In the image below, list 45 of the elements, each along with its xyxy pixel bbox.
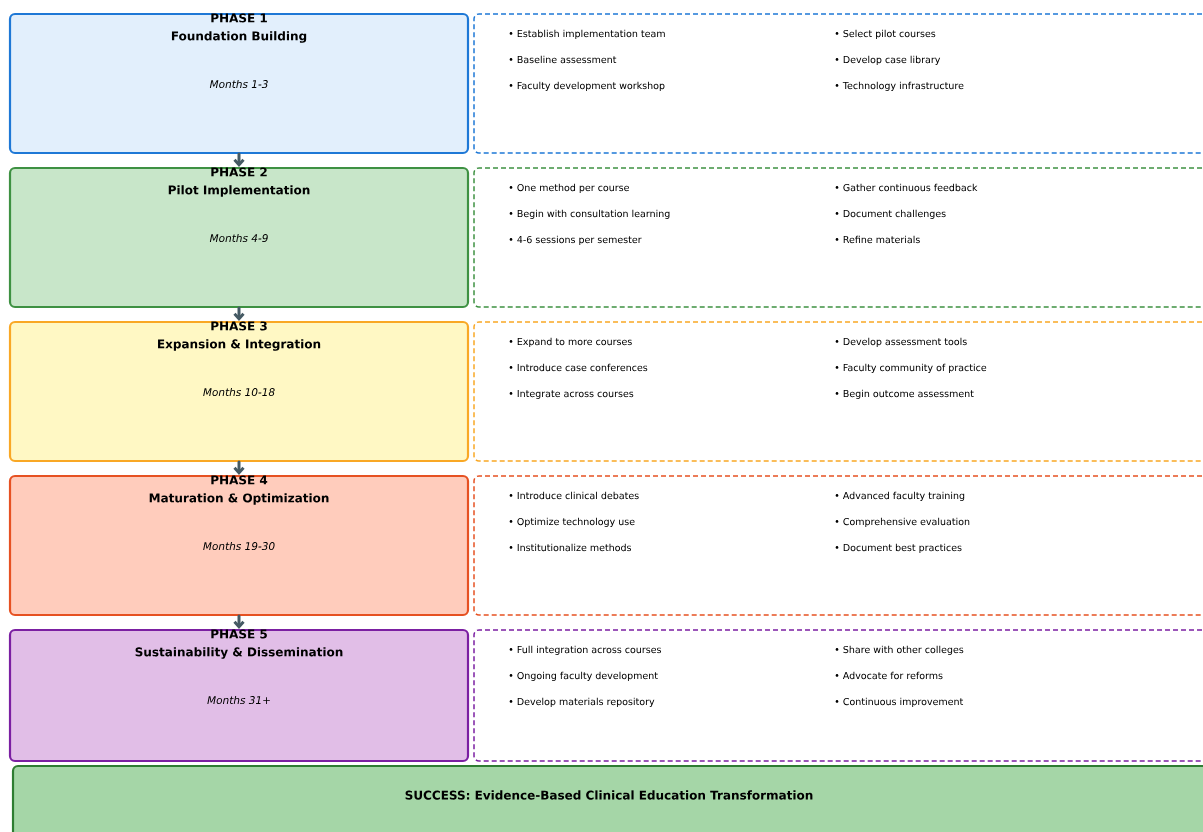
bullet-item: • Share with other colleges bbox=[835, 645, 964, 655]
details-box bbox=[473, 13, 1203, 154]
bullet-item: • Establish implementation team bbox=[509, 29, 665, 39]
bullet-item: • Refine materials bbox=[835, 235, 920, 244]
bullet-item: • Document best practices bbox=[835, 543, 962, 553]
phase-box: PHASE 3 Expansion & Integration Months 10-18 bbox=[8, 320, 470, 463]
bullet-item: • Continuous improvement bbox=[835, 697, 964, 707]
arrow bbox=[233, 152, 245, 167]
bullet-item: • Faculty development workshop bbox=[509, 81, 665, 91]
bullet-item: • Baseline assessment bbox=[509, 55, 617, 64]
arrow bbox=[233, 306, 245, 321]
phase-box: PHASE 2 Pilot Implementation Months 4-9 bbox=[8, 166, 470, 309]
bullet-item: • Optimize technology use bbox=[509, 517, 635, 527]
details-box bbox=[473, 167, 1203, 308]
bullet-item: • 4-6 sessions per semester bbox=[509, 235, 642, 245]
phase-box: PHASE 1 Foundation Building Months 1-3 bbox=[8, 12, 470, 155]
arrow bbox=[233, 614, 245, 629]
details-box bbox=[473, 629, 1203, 762]
details-box bbox=[473, 321, 1203, 462]
phase-box: PHASE 4 Maturation & Optimization Months 19-30 bbox=[8, 474, 470, 617]
bullet-item: • Advanced faculty training bbox=[835, 491, 965, 501]
phase-box: PHASE 5 Sustainability & Dissemination Months 31+ bbox=[8, 628, 470, 763]
bullet-item: • Introduce clinical debates bbox=[509, 491, 639, 500]
bullet-item: • Develop case library bbox=[835, 55, 941, 65]
bullet-item: • Document challenges bbox=[835, 209, 946, 219]
bullet-item: • Gather continuous feedback bbox=[835, 183, 978, 192]
bullet-item: • Faculty community of practice bbox=[835, 363, 987, 373]
arrow bbox=[233, 460, 245, 475]
success-box: SUCCESS: Evidence-Based Clinical Education Transformation bbox=[11, 764, 1203, 832]
bullet-item: • Develop materials repository bbox=[509, 697, 655, 707]
bullet-item: • Develop assessment tools bbox=[835, 337, 967, 347]
details-box bbox=[473, 475, 1203, 616]
bullet-item: • Begin outcome assessment bbox=[835, 389, 974, 399]
bullet-item: • Expand to more courses bbox=[509, 337, 632, 347]
bullet-item: • Institutionalize methods bbox=[509, 543, 632, 552]
bullet-item: • Introduce case conferences bbox=[509, 363, 648, 372]
bullet-item: • Ongoing faculty development bbox=[509, 671, 658, 681]
bullet-item: • One method per course bbox=[509, 183, 629, 193]
bullet-item: • Begin with consultation learning bbox=[509, 209, 670, 219]
bullet-item: • Full integration across courses bbox=[509, 645, 661, 655]
bullet-item: • Select pilot courses bbox=[835, 29, 936, 39]
bullet-item: • Technology infrastructure bbox=[835, 81, 964, 91]
bullet-item: • Comprehensive evaluation bbox=[835, 517, 970, 527]
bullet-item: • Advocate for reforms bbox=[835, 671, 943, 680]
bullet-item: • Integrate across courses bbox=[509, 390, 634, 399]
